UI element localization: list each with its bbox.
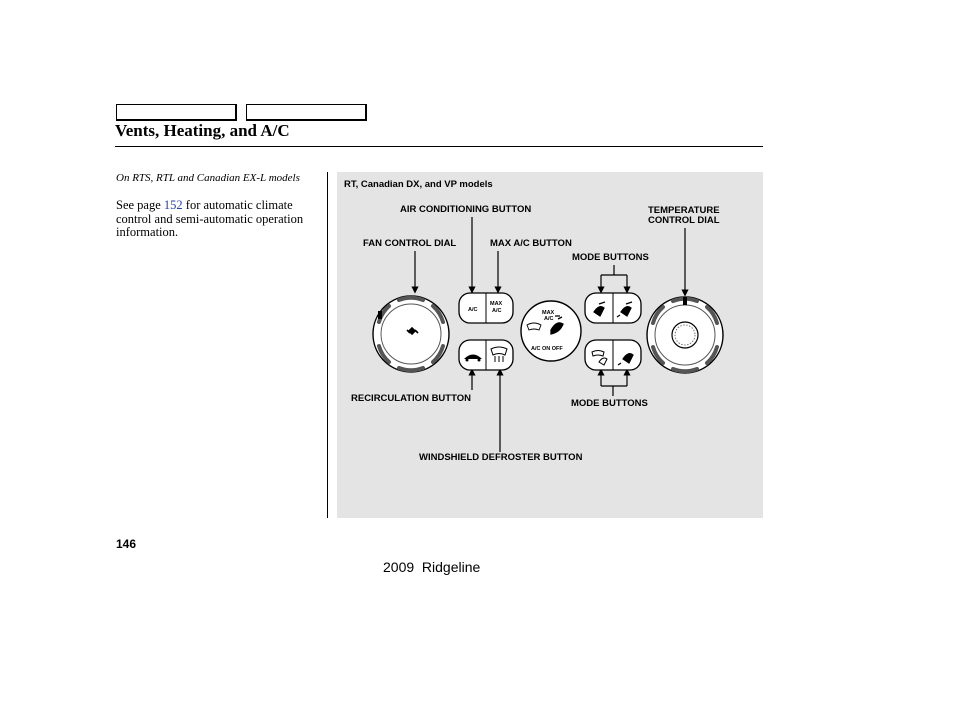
footer-model: 2009 Ridgeline — [383, 559, 481, 575]
center-mode-knob[interactable]: MAX A/C A/C ON OFF — [520, 300, 582, 362]
label-temperature-1: TEMPERATURE — [648, 205, 720, 216]
mode-button-bilevel[interactable] — [616, 301, 633, 318]
mode-floor-icon — [617, 353, 634, 366]
temperature-control-dial[interactable] — [646, 296, 724, 374]
nav-tab-table-of-contents[interactable] — [246, 104, 367, 121]
mode-button-floor[interactable] — [617, 353, 634, 366]
page-number: 146 — [116, 537, 137, 551]
mode-buttons-upper — [584, 292, 642, 324]
ac-button-group: A/C MAX A/C — [458, 292, 514, 324]
center-onoff-text: A/C ON OFF — [531, 346, 563, 352]
label-temperature-2: CONTROL DIAL — [648, 215, 720, 226]
recirculation-button[interactable] — [464, 354, 482, 362]
title-rule — [115, 146, 763, 147]
mode-face-icon — [593, 301, 606, 317]
models-note: On RTS, RTL and Canadian EX-L models — [116, 172, 300, 184]
center-max-text-1: MAX — [542, 310, 555, 316]
diagram-panel: RT, Canadian DX, and VP models AIR CONDI… — [337, 172, 763, 518]
see-page-text: See page 152 for automatic climate contr… — [116, 198, 331, 240]
mode-button-floor-defrost[interactable] — [591, 350, 608, 366]
label-air-conditioning-button: AIR CONDITIONING BUTTON — [400, 204, 531, 215]
mode-buttons-lower — [584, 339, 642, 371]
label-fan-control-dial: FAN CONTROL DIAL — [363, 238, 456, 249]
see-prefix: See page — [116, 198, 164, 212]
recirculation-icon — [464, 354, 482, 359]
mode-floor-defrost-icon — [591, 350, 608, 366]
column-divider — [327, 172, 328, 518]
leader-lines — [411, 217, 689, 452]
recirc-defrost-group — [458, 339, 514, 371]
see-suffix: for automatic climate control and semi-a… — [116, 198, 304, 239]
ac-button-text: A/C — [468, 307, 478, 313]
page-title: Vents, Heating, and A/C — [115, 121, 290, 140]
max-ac-text-2: A/C — [492, 308, 502, 314]
defrost-mode-icon — [526, 322, 542, 331]
air-conditioning-button[interactable]: A/C — [468, 307, 478, 313]
label-recirculation-button: RECIRCULATION BUTTON — [351, 393, 471, 404]
label-max-ac-button: MAX A/C BUTTON — [490, 238, 572, 249]
fan-control-dial[interactable] — [372, 295, 450, 373]
windshield-defroster-button[interactable] — [490, 346, 508, 362]
mode-button-face[interactable] — [593, 301, 606, 317]
mode-bilevel-icon — [616, 301, 633, 318]
defroster-icon — [490, 346, 508, 362]
person-mode-icon — [550, 315, 564, 335]
max-ac-button[interactable]: MAX A/C — [490, 301, 503, 314]
max-ac-text-1: MAX — [490, 301, 503, 307]
diagram-caption: RT, Canadian DX, and VP models — [344, 179, 493, 190]
center-max-text-2: A/C — [544, 316, 554, 322]
nav-tab-main-menu[interactable] — [116, 104, 237, 121]
page-link[interactable]: 152 — [163, 198, 183, 212]
control-panel-diagram: RT, Canadian DX, and VP models AIR CONDI… — [344, 179, 724, 463]
label-mode-buttons-top: MODE BUTTONS — [572, 252, 649, 263]
label-mode-buttons-bottom: MODE BUTTONS — [571, 398, 648, 409]
label-windshield-defroster-button: WINDSHIELD DEFROSTER BUTTON — [419, 452, 583, 463]
